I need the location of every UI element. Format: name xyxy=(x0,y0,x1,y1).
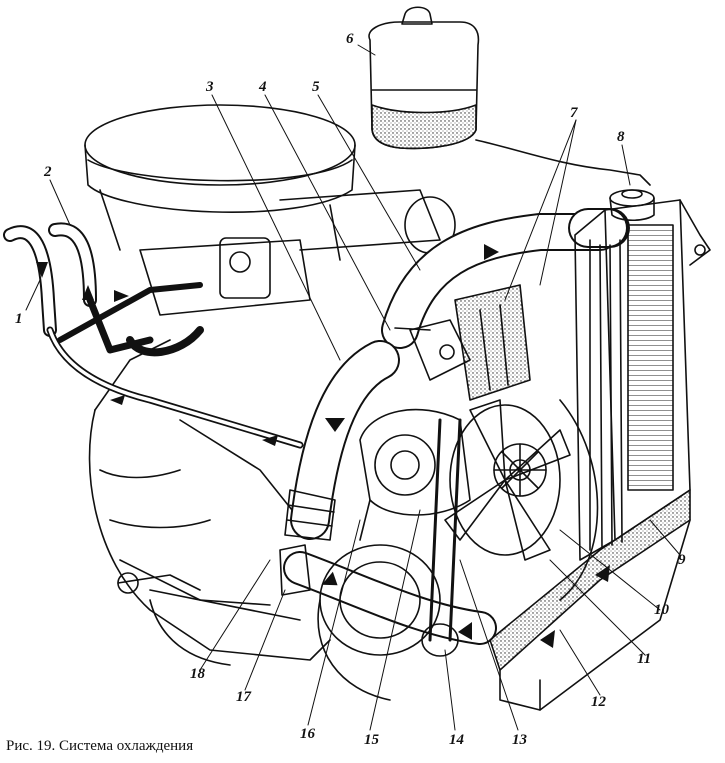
callout-8: 8 xyxy=(617,129,625,145)
callout-17: 17 xyxy=(236,689,251,705)
flow-arrow-return-pipe xyxy=(110,395,125,405)
callout-18: 18 xyxy=(190,666,205,682)
flow-arrows xyxy=(36,244,610,648)
flow-arrow-return-pipe-2 xyxy=(262,435,278,446)
lower-radiator-hose xyxy=(279,544,497,645)
callout-9: 9 xyxy=(678,552,686,568)
callout-1: 1 xyxy=(15,311,23,327)
callout-2: 2 xyxy=(44,164,52,180)
callout-16: 16 xyxy=(300,726,315,742)
callout-10: 10 xyxy=(654,602,669,618)
upper-radiator-hose xyxy=(381,208,630,349)
flow-arrow-pump-inlet xyxy=(458,622,472,640)
callout-6: 6 xyxy=(346,31,354,47)
callout-4: 4 xyxy=(259,79,267,95)
heater-hoses xyxy=(3,222,304,449)
radiator-lower-tank xyxy=(489,489,691,711)
engine-mount xyxy=(117,572,301,621)
figure-caption: Рис. 19. Система охлаждения xyxy=(6,738,194,754)
callout-15: 15 xyxy=(364,732,379,748)
coolant-jacket-cutaway xyxy=(454,284,531,401)
radiator xyxy=(574,199,711,561)
flow-arrow-upper-hose xyxy=(484,244,499,260)
leader-lines xyxy=(25,44,681,731)
expansion-tank xyxy=(368,6,651,186)
callout-3: 3 xyxy=(206,79,214,95)
flow-arrow-heater-supply xyxy=(114,290,129,302)
callout-5: 5 xyxy=(312,79,320,95)
callout-11: 11 xyxy=(637,651,652,667)
callout-7: 7 xyxy=(570,105,578,121)
flow-arrow-heater-hose-2 xyxy=(82,285,94,300)
flow-arrow-lower-tank-1 xyxy=(595,565,610,582)
flow-arrow-bypass-hose xyxy=(325,418,345,432)
bypass-hose xyxy=(284,340,400,541)
flow-arrow-lower-hose xyxy=(321,571,338,586)
air-filter-housing xyxy=(84,104,356,261)
callout-13: 13 xyxy=(512,732,527,748)
callout-12: 12 xyxy=(591,694,606,710)
water-pump xyxy=(359,408,471,541)
carburetor xyxy=(139,189,456,316)
callout-14: 14 xyxy=(449,732,464,748)
fan xyxy=(444,399,571,561)
flow-arrow-lower-tank-2 xyxy=(540,630,555,648)
radiator-cap xyxy=(609,189,655,222)
flow-arrow-heater-hose-1 xyxy=(36,262,48,278)
